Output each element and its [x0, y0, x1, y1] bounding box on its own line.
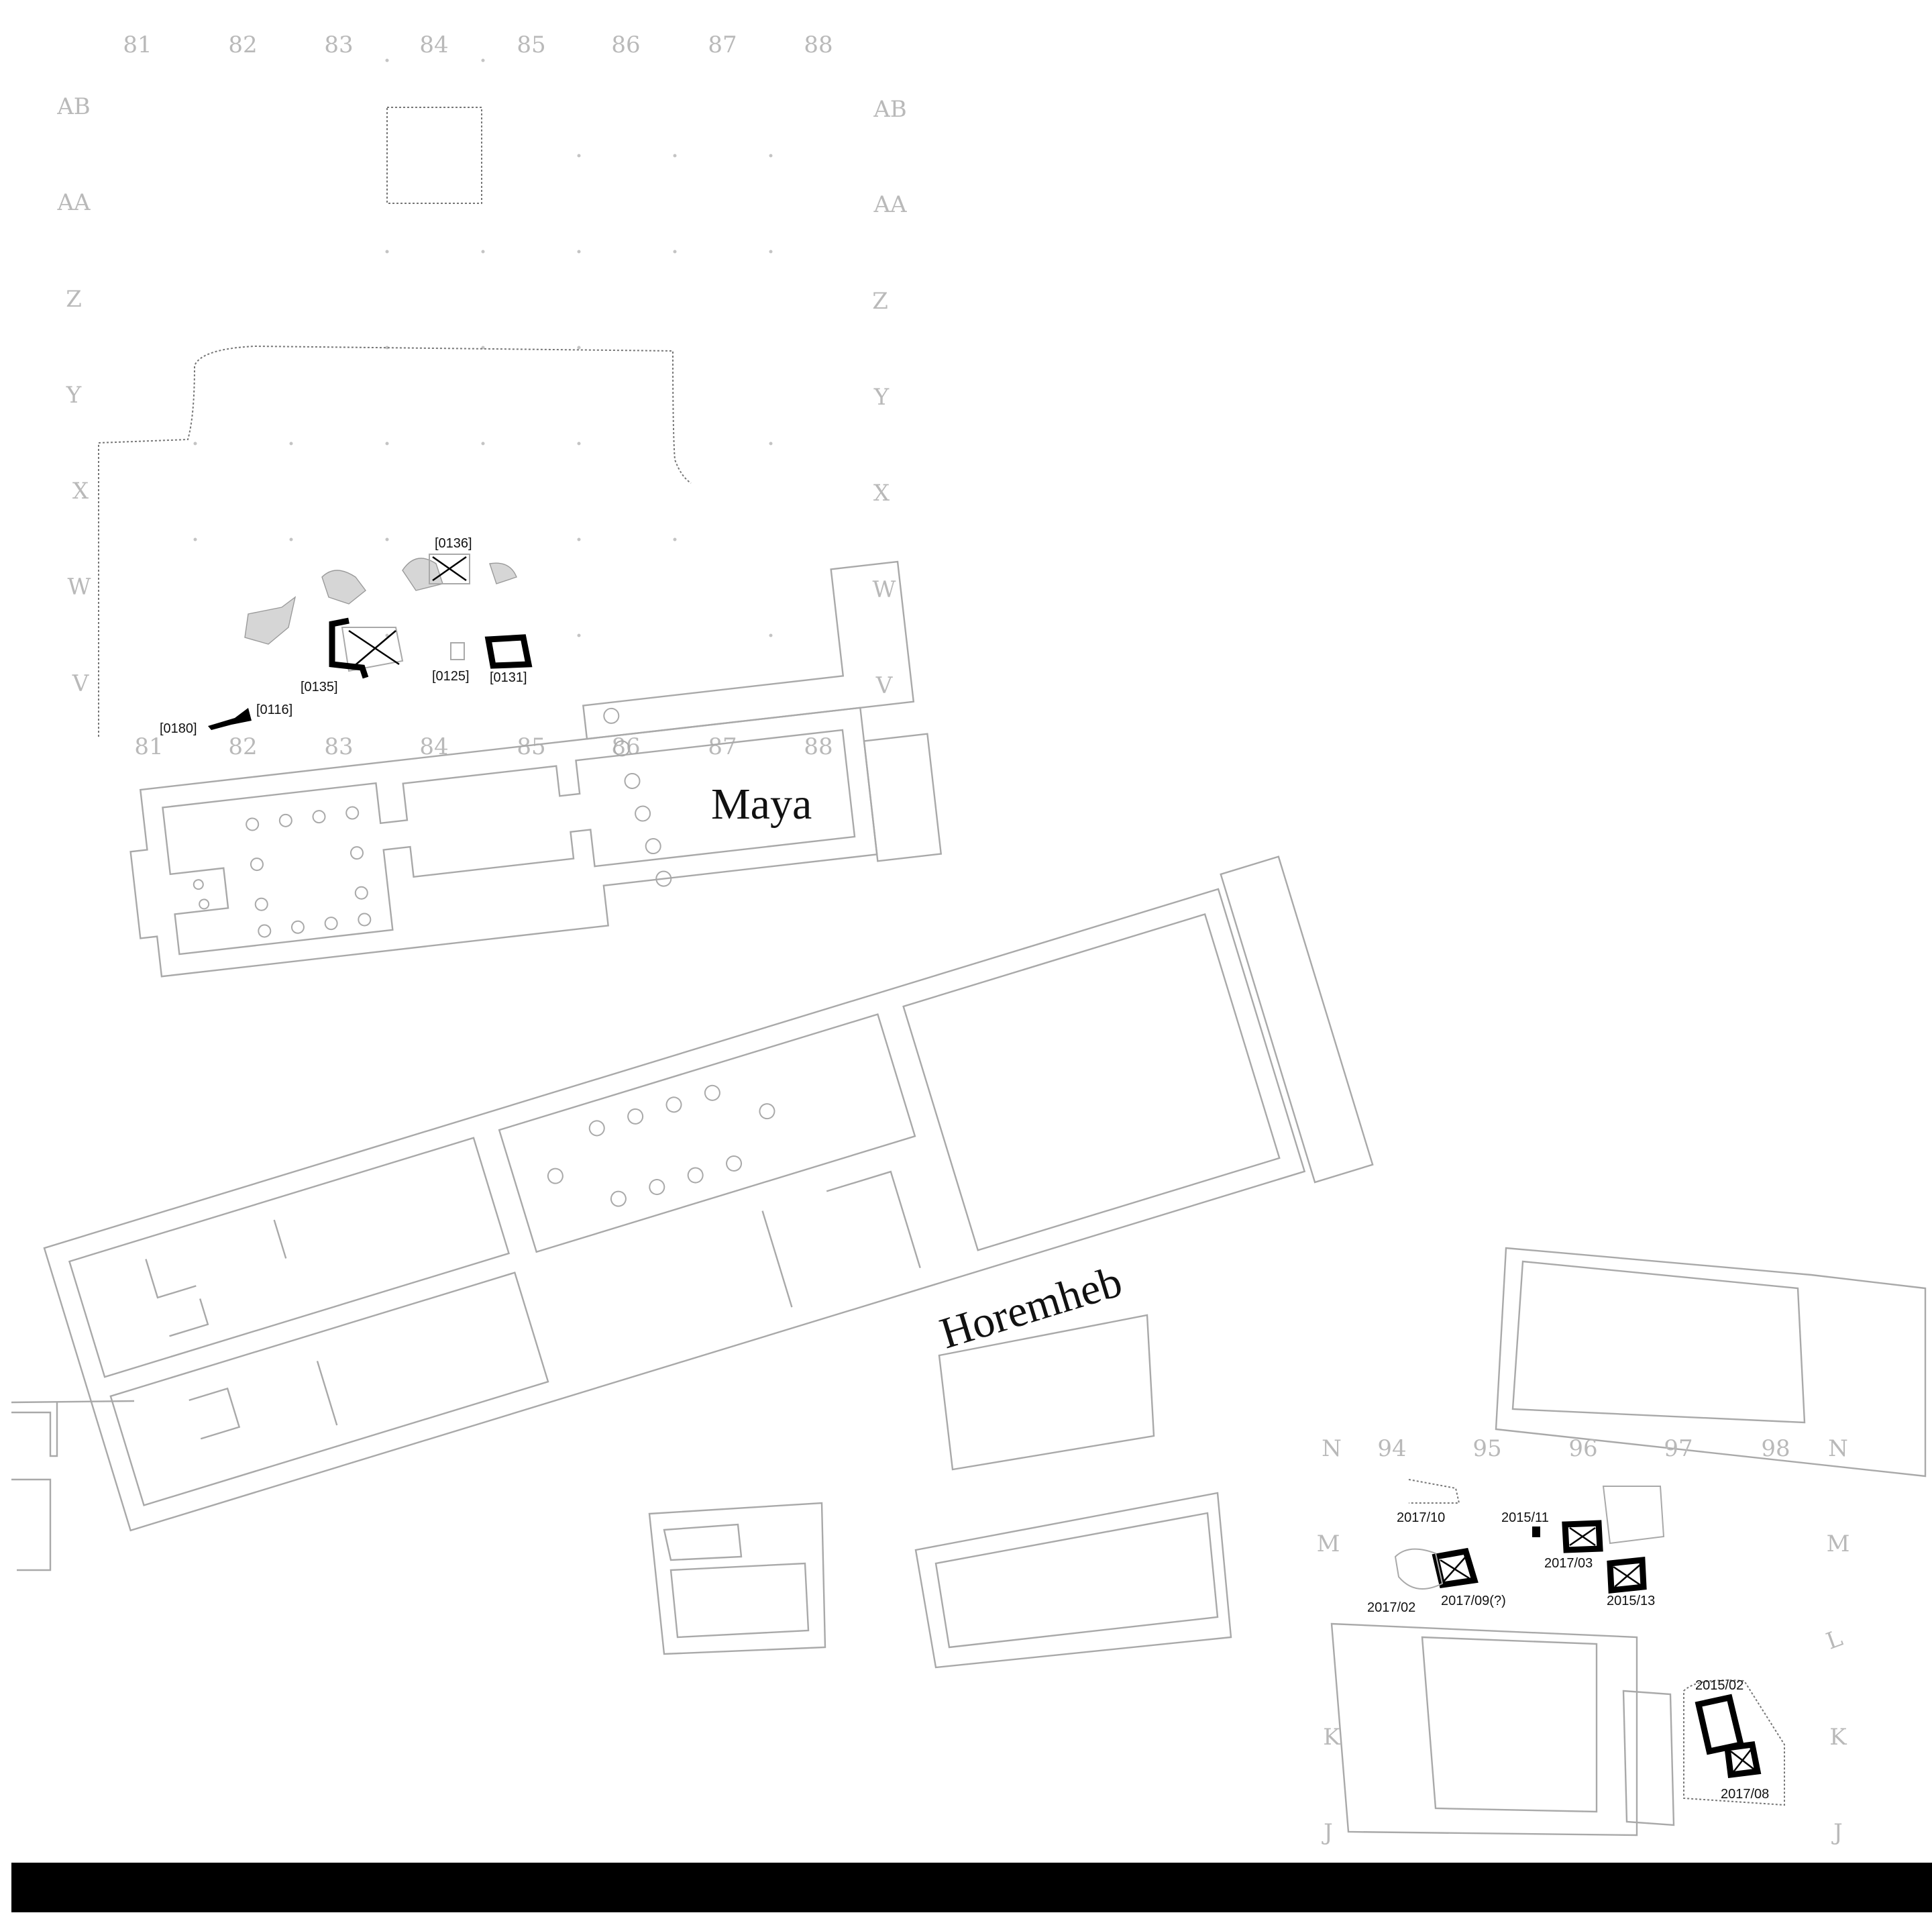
shaft-2015-11: [1532, 1526, 1540, 1537]
grid-col-95: 95: [1472, 1435, 1501, 1462]
grey-debris-area-2: [321, 570, 366, 605]
grid-col-87-b: 87: [708, 733, 737, 760]
grid-col-98: 98: [1761, 1435, 1790, 1462]
grid-row-j-left: J: [1322, 1819, 1333, 1846]
grid-col-82-b: 82: [228, 733, 257, 760]
grid-col-81: 81: [123, 32, 152, 58]
south-features: 2017/10 2015/11 2017/03 2017/02 2017/09(…: [1367, 1479, 1785, 1806]
north-grid-labels: 81 82 83 84 85 86 87 88 81 82 83 84 85 8…: [56, 32, 907, 760]
grid-col-85: 85: [517, 32, 545, 58]
horemheb-west-chapel: [68, 1137, 511, 1378]
shaft-0125: [450, 642, 465, 660]
shaft-0136-outline: [429, 554, 470, 584]
grid-row-v-left: V: [72, 670, 90, 697]
feature-label-2017-03: 2017/03: [1544, 1556, 1593, 1571]
grid-col-83-b: 83: [324, 733, 353, 760]
maya-pylon-north: [582, 560, 915, 740]
grid-row-ab-left: AB: [56, 93, 91, 120]
grid-col-86: 86: [611, 32, 640, 58]
footer-black-bar: [11, 1863, 1932, 1912]
grid-row-w-left: W: [68, 574, 91, 601]
shaft-0116-0180: [208, 708, 252, 730]
horemheb-front-court: [902, 913, 1281, 1251]
grid-row-m-right: M: [1827, 1531, 1850, 1557]
grid-row-z-right: Z: [872, 288, 888, 315]
grid-row-l-right: L: [1823, 1624, 1846, 1655]
grid-col-82: 82: [228, 32, 257, 58]
grid-row-m-left: M: [1317, 1531, 1340, 1557]
dashed-square-outline: [386, 107, 482, 204]
grid-row-k-left: K: [1323, 1724, 1340, 1751]
feature-label-2017-08: 2017/08: [1721, 1787, 1769, 1802]
south-grid-labels: N 94 95 96 97 98 N M M L K K J J: [1317, 1435, 1850, 1846]
grid-col-96: 96: [1568, 1435, 1597, 1462]
maya-columns: [193, 707, 672, 938]
horemheb-pylon: [1220, 856, 1374, 1184]
grid-col-97: 97: [1664, 1435, 1693, 1462]
horemheb-central-court: [498, 1013, 916, 1253]
north-features: [0136] [0135] [0125] [0131] [0116] [0180…: [160, 536, 533, 736]
grid-row-y-right: Y: [873, 384, 890, 411]
grid-col-88: 88: [804, 32, 833, 58]
grid-row-j-right: J: [1831, 1819, 1843, 1846]
grid-col-81-b: 81: [134, 733, 163, 760]
grid-col-83: 83: [324, 32, 353, 58]
maya-tomb-plan: [129, 560, 943, 978]
west-wall-stub: [11, 1400, 135, 1571]
feature-label-0116: [0116]: [256, 703, 292, 717]
shaft-2017-08: [1723, 1741, 1762, 1779]
horemheb-inner-walls: [145, 1170, 921, 1440]
grid-col-94: 94: [1377, 1435, 1406, 1462]
grid-row-ab-right: AB: [873, 96, 907, 123]
horemheb-label: Horemheb: [934, 1257, 1128, 1358]
grid-row-aa-right: AA: [873, 191, 907, 218]
feature-label-0136: [0136]: [435, 536, 472, 551]
shaft-0131: [484, 634, 533, 669]
horemheb-outer-wall: [43, 888, 1306, 1532]
feature-label-2015-02: 2015/02: [1695, 1678, 1743, 1693]
shaft-2017-03: [1562, 1520, 1603, 1553]
grid-row-aa-left: AA: [56, 189, 91, 216]
feature-label-2017-02: 2017/02: [1367, 1600, 1415, 1615]
grid-row-k-right: K: [1829, 1724, 1847, 1751]
grid-row-n-left: N: [1322, 1435, 1342, 1462]
shaft-2015-02: [1695, 1694, 1745, 1755]
shaft-0135-walls: [329, 617, 369, 679]
grid-row-x-left: X: [72, 478, 89, 505]
feature-label-0125: [0125]: [432, 669, 470, 684]
grey-debris-area: [244, 596, 297, 645]
feature-label-2015-13: 2015/13: [1607, 1594, 1655, 1608]
horemheb-south-court: [109, 1272, 549, 1506]
feature-label-0180: [0180]: [160, 721, 197, 736]
south-tomb-complex: [914, 1247, 1927, 1836]
grid-row-x-right: X: [873, 480, 890, 507]
feature-label-2015-11: 2015/11: [1501, 1510, 1549, 1525]
north-grid-points: [193, 58, 773, 637]
horemheb-tomb-plan: [43, 856, 1374, 1532]
maya-inner-court: [162, 729, 856, 955]
feature-label-2017-09: 2017/09(?): [1441, 1594, 1506, 1608]
small-chapel: [648, 1502, 826, 1655]
grid-row-y-left: Y: [66, 382, 82, 409]
horemheb-columns: [547, 1084, 775, 1207]
maya-label: Maya: [711, 780, 812, 829]
maya-pylon-east: [863, 733, 943, 862]
grey-debris-area-4: [489, 562, 517, 584]
feature-label-0131: [0131]: [490, 670, 527, 685]
grid-row-z-left: Z: [66, 286, 82, 313]
shaft-2015-13: [1607, 1557, 1647, 1594]
grid-row-n-right: N: [1828, 1435, 1848, 1462]
grid-col-87: 87: [708, 32, 737, 58]
grid-col-88-b: 88: [804, 733, 833, 760]
shaft-0135-outline: [341, 627, 404, 672]
grid-col-84: 84: [419, 32, 448, 58]
grid-row-v-right: V: [875, 672, 894, 699]
feature-label-2017-10: 2017/10: [1397, 1510, 1445, 1525]
excavation-limit-outline: [98, 345, 692, 737]
grid-row-w-right: W: [873, 576, 896, 603]
shaft-2017-10-outline: [1408, 1479, 1460, 1504]
grey-debris-area-3: [402, 558, 443, 591]
feature-label-0135: [0135]: [301, 680, 338, 694]
